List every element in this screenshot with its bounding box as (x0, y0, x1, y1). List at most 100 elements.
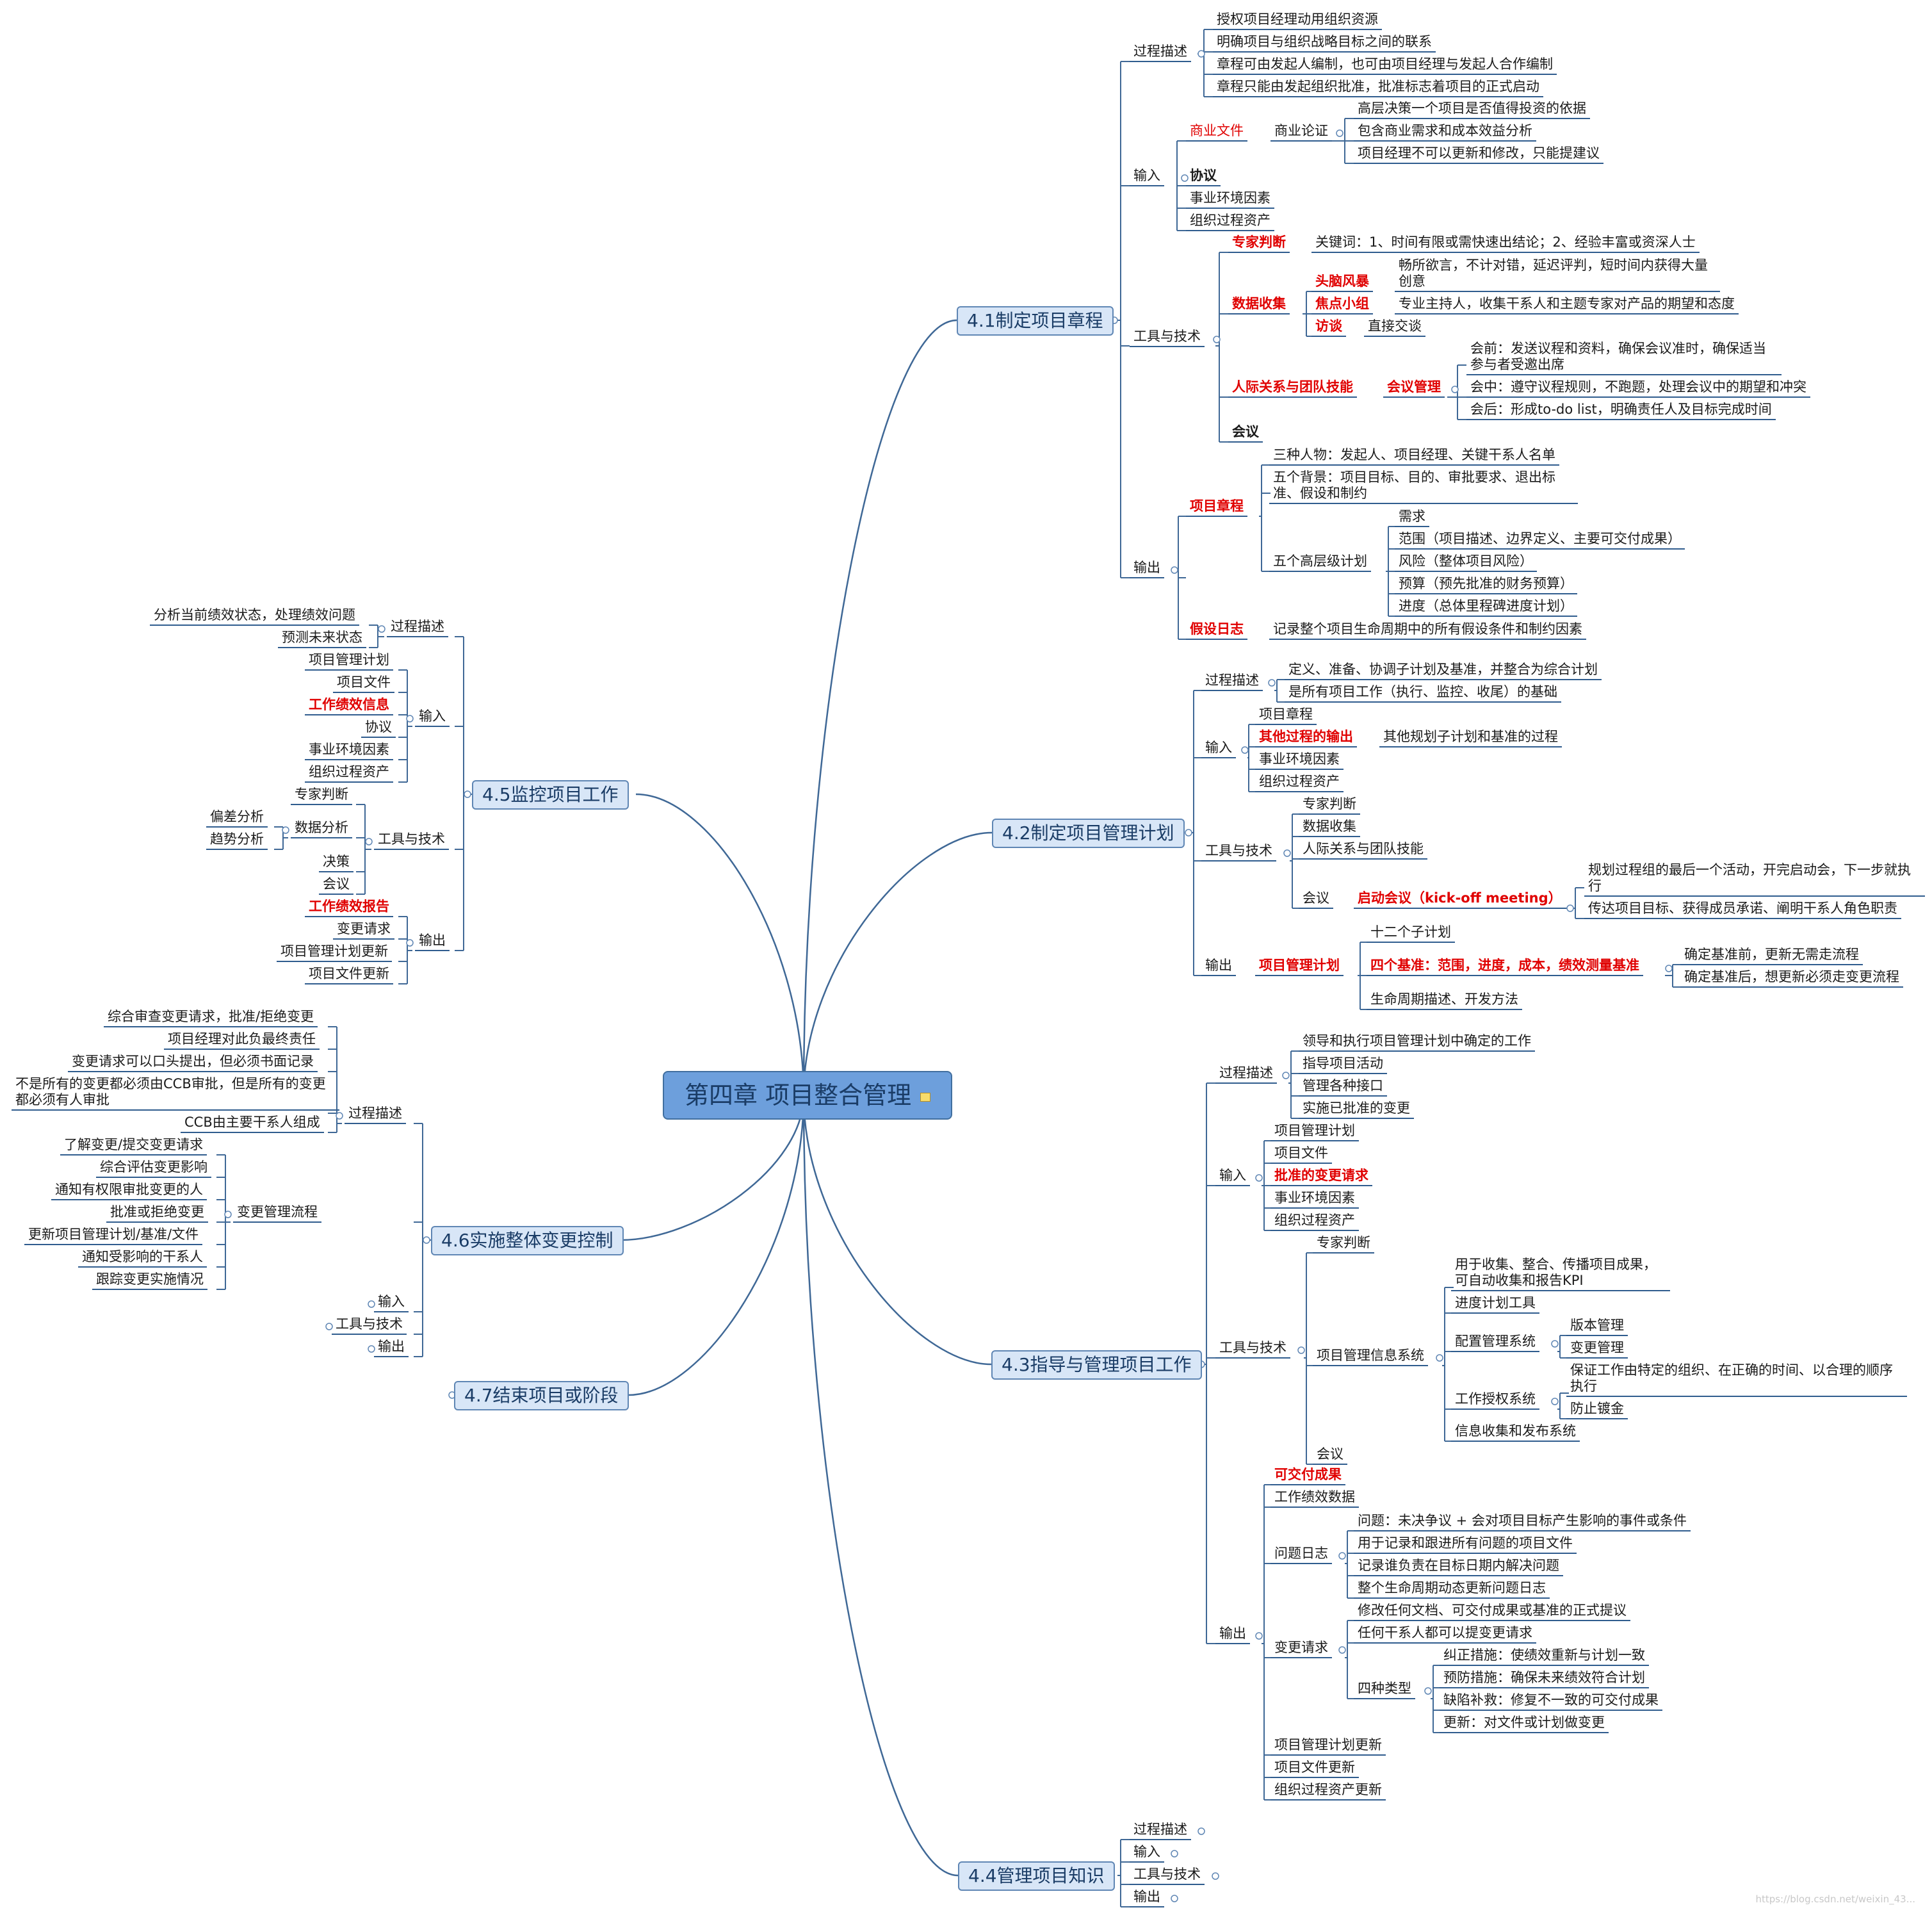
note-icon[interactable] (920, 1092, 931, 1102)
b43-tools[interactable]: 工具与技术 (1215, 1340, 1290, 1359)
b41-brainstorm[interactable]: 头脑风暴 (1311, 274, 1373, 292)
collapse-toggle[interactable] (1451, 386, 1459, 393)
collapse-toggle[interactable] (325, 1323, 333, 1330)
b44-output[interactable]: 输出 (1130, 1889, 1164, 1907)
b41-expert[interactable]: 专家判断 (1228, 234, 1290, 253)
b41-input[interactable]: 输入 (1130, 168, 1164, 186)
collapse-toggle[interactable] (1185, 829, 1192, 837)
b43-auth[interactable]: 工作授权系统 (1451, 1391, 1539, 1410)
b41-process[interactable]: 过程描述 (1130, 44, 1191, 62)
b44-process[interactable]: 过程描述 (1130, 1822, 1191, 1840)
collapse-toggle[interactable] (1171, 1850, 1178, 1858)
collapse-toggle[interactable] (1255, 1632, 1263, 1640)
b45-data-analysis[interactable]: 数据分析 (291, 820, 352, 838)
b42-meeting[interactable]: 会议 (1299, 890, 1333, 909)
collapse-toggle[interactable] (1297, 1346, 1305, 1354)
b41-output[interactable]: 输出 (1130, 560, 1164, 578)
collapse-toggle[interactable] (1212, 1872, 1219, 1880)
branch-4-7[interactable]: 4.7结束项目或阶段 (454, 1381, 629, 1410)
branch-4-1[interactable]: 4.1制定项目章程 (957, 306, 1114, 336)
collapse-toggle[interactable] (1282, 1072, 1290, 1079)
branch-4-3[interactable]: 4.3指导与管理项目工作 (991, 1350, 1202, 1380)
collapse-toggle[interactable] (1213, 336, 1221, 343)
b41-five-plans[interactable]: 五个高层级计划 (1269, 553, 1371, 572)
collapse-toggle[interactable] (1336, 129, 1343, 137)
b41-opa[interactable]: 组织过程资产 (1186, 213, 1274, 231)
b41-assumption-log[interactable]: 假设日志 (1186, 621, 1247, 640)
b41-meeting-mgmt[interactable]: 会议管理 (1383, 379, 1445, 398)
b43-deliverables[interactable]: 可交付成果 (1270, 1467, 1345, 1485)
b42-input-item[interactable]: 其他过程的输出 (1255, 729, 1357, 747)
b46-output[interactable]: 输出 (374, 1339, 409, 1357)
collapse-toggle[interactable] (1551, 1398, 1559, 1405)
collapse-toggle[interactable] (1241, 746, 1249, 754)
b41-focus-group[interactable]: 焦点小组 (1311, 296, 1373, 314)
b43-pmis[interactable]: 项目管理信息系统 (1313, 1348, 1428, 1366)
b45-output[interactable]: 输出 (415, 933, 450, 951)
b42-kickoff[interactable]: 启动会议（kick-off meeting） (1354, 890, 1566, 909)
collapse-toggle[interactable] (368, 1300, 375, 1308)
collapse-toggle[interactable] (1283, 849, 1291, 857)
collapse-toggle[interactable] (336, 1112, 343, 1120)
b41-business-doc[interactable]: 商业文件 (1186, 123, 1247, 142)
b45-input-item[interactable]: 工作绩效信息 (305, 697, 393, 715)
b43-change-request[interactable]: 变更请求 (1270, 1640, 1332, 1658)
b42-process[interactable]: 过程描述 (1201, 673, 1263, 691)
b43-config[interactable]: 配置管理系统 (1451, 1334, 1539, 1352)
b44-input[interactable]: 输入 (1130, 1844, 1164, 1863)
collapse-toggle[interactable] (378, 625, 386, 633)
collapse-toggle[interactable] (1436, 1354, 1443, 1362)
b42-tools[interactable]: 工具与技术 (1201, 843, 1276, 862)
collapse-toggle[interactable] (1551, 1340, 1559, 1348)
b41-agreement[interactable]: 协议 (1186, 168, 1221, 186)
b42-pmp[interactable]: 项目管理计划 (1255, 958, 1343, 976)
branch-4-5[interactable]: 4.5监控项目工作 (472, 780, 629, 810)
b42-pmp-item[interactable]: 四个基准：范围，进度，成本，绩效测量基准 (1367, 958, 1643, 976)
collapse-toggle[interactable] (1566, 904, 1574, 912)
b43-four-types[interactable]: 四种类型 (1354, 1681, 1415, 1699)
b43-output[interactable]: 输出 (1215, 1626, 1250, 1644)
b43-input[interactable]: 输入 (1215, 1168, 1250, 1186)
b41-interview[interactable]: 访谈 (1311, 318, 1346, 337)
b41-interpersonal[interactable]: 人际关系与团队技能 (1228, 379, 1357, 398)
b45-tools[interactable]: 工具与技术 (374, 831, 449, 850)
collapse-toggle[interactable] (464, 790, 471, 798)
b46-process[interactable]: 过程描述 (345, 1106, 406, 1124)
b41-tools[interactable]: 工具与技术 (1130, 329, 1205, 347)
collapse-toggle[interactable] (224, 1211, 232, 1218)
collapse-toggle[interactable] (1255, 1174, 1263, 1182)
b41-meeting[interactable]: 会议 (1228, 424, 1263, 443)
b41-data-collection[interactable]: 数据收集 (1228, 296, 1290, 314)
collapse-toggle[interactable] (282, 826, 289, 834)
collapse-toggle[interactable] (1197, 50, 1205, 58)
collapse-toggle[interactable] (1268, 679, 1276, 687)
b45-process[interactable]: 过程描述 (387, 619, 448, 637)
b42-input[interactable]: 输入 (1201, 740, 1236, 758)
b46-input[interactable]: 输入 (374, 1294, 409, 1312)
branch-4-6[interactable]: 4.6实施整体变更控制 (431, 1226, 624, 1255)
b45-output-item[interactable]: 工作绩效报告 (305, 899, 393, 917)
b46-tools[interactable]: 工具与技术 (332, 1316, 407, 1335)
b45-input[interactable]: 输入 (415, 708, 450, 727)
collapse-toggle[interactable] (1338, 1552, 1346, 1560)
branch-4-2[interactable]: 4.2制定项目管理计划 (992, 819, 1185, 848)
b43-issue-log[interactable]: 问题日志 (1270, 1546, 1332, 1564)
central-topic[interactable]: 第四章 项目整合管理 (663, 1071, 953, 1120)
b41-business-case[interactable]: 商业论证 (1270, 123, 1332, 142)
b42-output[interactable]: 输出 (1201, 958, 1236, 976)
collapse-toggle[interactable] (406, 715, 414, 723)
collapse-toggle[interactable] (1197, 1827, 1205, 1835)
b43-process[interactable]: 过程描述 (1215, 1065, 1277, 1084)
collapse-toggle[interactable] (406, 939, 414, 947)
collapse-toggle[interactable] (1665, 965, 1673, 972)
collapse-toggle[interactable] (1181, 174, 1189, 182)
b41-eef[interactable]: 事业环境因素 (1186, 190, 1274, 209)
collapse-toggle[interactable] (1171, 1895, 1178, 1902)
b46-flow[interactable]: 变更管理流程 (233, 1204, 321, 1223)
collapse-toggle[interactable] (1171, 566, 1178, 574)
collapse-toggle[interactable] (1338, 1646, 1346, 1654)
branch-4-4[interactable]: 4.4管理项目知识 (958, 1861, 1115, 1891)
collapse-toggle[interactable] (368, 1345, 375, 1353)
collapse-toggle[interactable] (365, 838, 373, 845)
b41-charter[interactable]: 项目章程 (1186, 498, 1247, 517)
